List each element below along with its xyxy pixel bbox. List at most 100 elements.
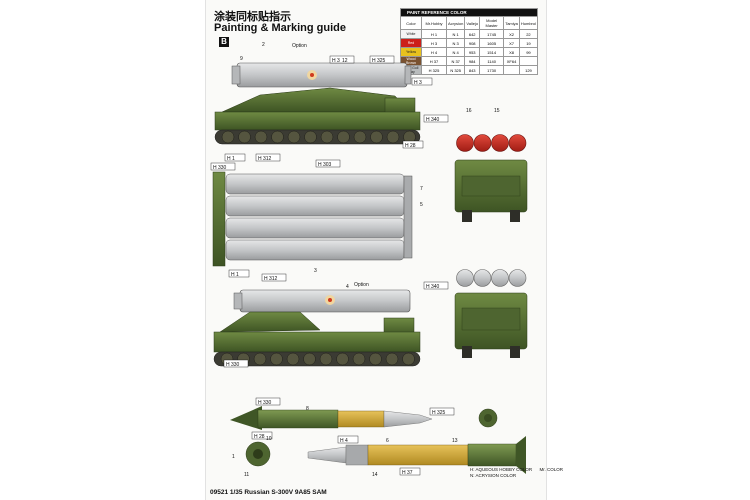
rear-view-red-caps bbox=[454, 134, 528, 222]
color-legend: H: AQUEOUS HOBBY COLOR Mr. COLOR N: ACRY… bbox=[470, 467, 563, 479]
callout-h303: H 303 bbox=[315, 159, 341, 168]
road-wheel bbox=[286, 352, 300, 366]
missile-cap bbox=[508, 269, 527, 287]
svg-text:H 3: H 3 bbox=[332, 58, 340, 64]
part-number-10: 10 bbox=[266, 436, 272, 442]
road-wheels-bottom bbox=[220, 352, 415, 366]
road-wheel bbox=[221, 130, 235, 144]
callout-h3-b: H 3 bbox=[411, 77, 433, 86]
rear-view-grey-caps bbox=[454, 269, 528, 358]
missile-cap bbox=[473, 269, 492, 287]
svg-text:H 303: H 303 bbox=[318, 162, 332, 168]
svg-text:H 28: H 28 bbox=[254, 434, 265, 440]
paint-cell-tamiya: 129 bbox=[518, 65, 539, 75]
road-wheel bbox=[370, 130, 383, 144]
svg-text:H 330: H 330 bbox=[258, 400, 272, 406]
part-number-1: 1 bbox=[232, 454, 235, 460]
col-acrysion: Acrysion bbox=[445, 16, 466, 30]
svg-text:H 340: H 340 bbox=[426, 117, 440, 123]
part-number-5: 5 bbox=[420, 202, 423, 208]
road-wheel bbox=[402, 352, 415, 366]
svg-text:H 37: H 37 bbox=[402, 470, 413, 476]
road-wheel bbox=[336, 352, 349, 366]
road-wheel bbox=[253, 352, 267, 366]
part-number-12: 12 bbox=[342, 58, 348, 64]
paint-cell-vallejo: 1730 bbox=[479, 65, 505, 75]
svg-text:H 4: H 4 bbox=[340, 438, 348, 444]
callout-h28-b: H 28 bbox=[251, 431, 273, 440]
callout-h340-b: H 340 bbox=[423, 281, 449, 290]
missile-caps-red bbox=[456, 134, 527, 152]
road-wheel bbox=[303, 352, 316, 366]
road-wheel bbox=[386, 130, 400, 144]
legend-acrysion: N: ACRYSION COLOR bbox=[470, 473, 517, 478]
paint-cell-mr-hobby: N 325 bbox=[445, 65, 466, 75]
road-wheel bbox=[385, 352, 399, 366]
callout-h4: H 4 bbox=[337, 435, 359, 444]
missile-large bbox=[230, 406, 498, 430]
vehicle-side-view-top bbox=[214, 62, 421, 145]
title-chinese: 涂装同标贴指示 bbox=[214, 11, 291, 23]
legend-mr-color: Mr. COLOR bbox=[539, 467, 563, 472]
part-number-6: 6 bbox=[386, 438, 389, 444]
part-number-16: 16 bbox=[466, 108, 472, 114]
callout-h330-c: H 330 bbox=[255, 397, 281, 406]
road-wheel bbox=[337, 130, 350, 144]
svg-text:H 330: H 330 bbox=[213, 165, 227, 171]
callout-h330-b: H 330 bbox=[223, 359, 249, 368]
part-number-11: 11 bbox=[244, 472, 249, 478]
missile-small bbox=[245, 436, 526, 474]
callout-h28: H 28 bbox=[402, 140, 424, 149]
callout-h1-b: H 1 bbox=[228, 269, 250, 278]
warning-decal-2 bbox=[325, 295, 335, 305]
svg-text:H 330: H 330 bbox=[226, 362, 240, 368]
missile-cap bbox=[456, 134, 474, 152]
missile-caps-grey bbox=[456, 269, 527, 287]
road-wheel bbox=[238, 130, 251, 144]
callout-h312-b: H 312 bbox=[261, 273, 287, 282]
svg-text:H 1: H 1 bbox=[231, 272, 239, 278]
road-wheel bbox=[304, 130, 317, 144]
callout-h3-a: H 3 bbox=[329, 55, 355, 64]
road-wheels-top bbox=[221, 130, 416, 144]
svg-text:H 3: H 3 bbox=[414, 80, 422, 86]
warning-decal bbox=[307, 70, 317, 80]
road-wheel bbox=[319, 352, 333, 366]
callout-h325-a: H 325 bbox=[369, 55, 395, 64]
svg-text:H 28: H 28 bbox=[405, 143, 416, 149]
part-number-4: 4 bbox=[346, 284, 349, 290]
part-number-7: 7 bbox=[420, 186, 423, 192]
section-badge: B bbox=[219, 37, 229, 47]
missile-cap bbox=[491, 134, 509, 152]
col-modelmaster: Model Master bbox=[479, 16, 505, 30]
road-wheel bbox=[352, 352, 366, 366]
legend-aqueous: H: AQUEOUS HOBBY COLOR bbox=[470, 467, 533, 472]
part-number-9: 9 bbox=[240, 56, 243, 62]
road-wheel bbox=[287, 130, 301, 144]
part-number-15: 15 bbox=[494, 108, 500, 114]
vehicle-side-view-bottom bbox=[213, 289, 421, 367]
svg-text:H 1: H 1 bbox=[227, 156, 235, 162]
road-wheel bbox=[271, 130, 284, 144]
missile-cap bbox=[456, 269, 474, 287]
part-number-14: 14 bbox=[372, 472, 378, 478]
road-wheel bbox=[254, 130, 268, 144]
road-wheel bbox=[369, 352, 382, 366]
callout-h325-b: H 325 bbox=[429, 407, 455, 416]
road-wheel bbox=[320, 130, 334, 144]
option-label-2: Option bbox=[354, 282, 369, 288]
callout-h37: H 37 bbox=[399, 467, 421, 476]
missile-cap bbox=[491, 269, 509, 287]
missile-cap bbox=[473, 134, 492, 152]
callout-h330: H 330 bbox=[210, 162, 236, 171]
col-color: Color bbox=[400, 16, 422, 30]
svg-text:H 312: H 312 bbox=[258, 156, 272, 162]
road-wheel bbox=[353, 130, 367, 144]
svg-text:H 325: H 325 bbox=[372, 58, 386, 64]
part-number-8: 8 bbox=[306, 406, 309, 412]
paint-reference-table: PAINT REFERENCE COLOR Color Mr.Hobby Acr… bbox=[400, 8, 539, 75]
callout-h340: H 340 bbox=[423, 114, 449, 123]
option-label: Option bbox=[292, 43, 307, 49]
